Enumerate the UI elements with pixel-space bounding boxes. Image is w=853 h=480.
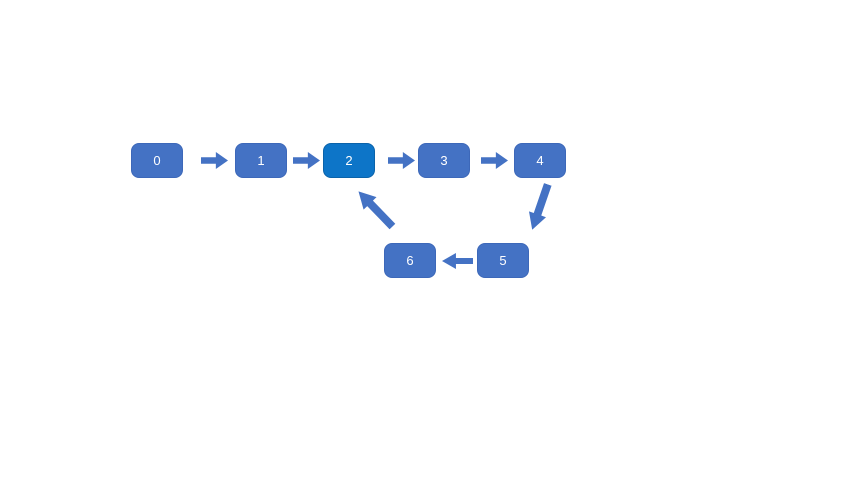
arrow-6-to-2-icon <box>352 185 399 233</box>
arrow-1-to-2-icon <box>293 152 320 169</box>
node-1: 1 <box>235 143 287 178</box>
arrow-0-to-1-icon <box>201 152 228 169</box>
node-3: 3 <box>418 143 470 178</box>
arrow-4-to-5-icon <box>524 181 557 232</box>
arrow-2-to-3-icon <box>388 152 415 169</box>
arrow-3-to-4-icon <box>481 152 508 169</box>
node-2: 2 <box>323 143 375 178</box>
node-4: 4 <box>514 143 566 178</box>
node-5: 5 <box>477 243 529 278</box>
arrow-5-to-6-icon <box>442 253 473 269</box>
node-6: 6 <box>384 243 436 278</box>
node-0: 0 <box>131 143 183 178</box>
